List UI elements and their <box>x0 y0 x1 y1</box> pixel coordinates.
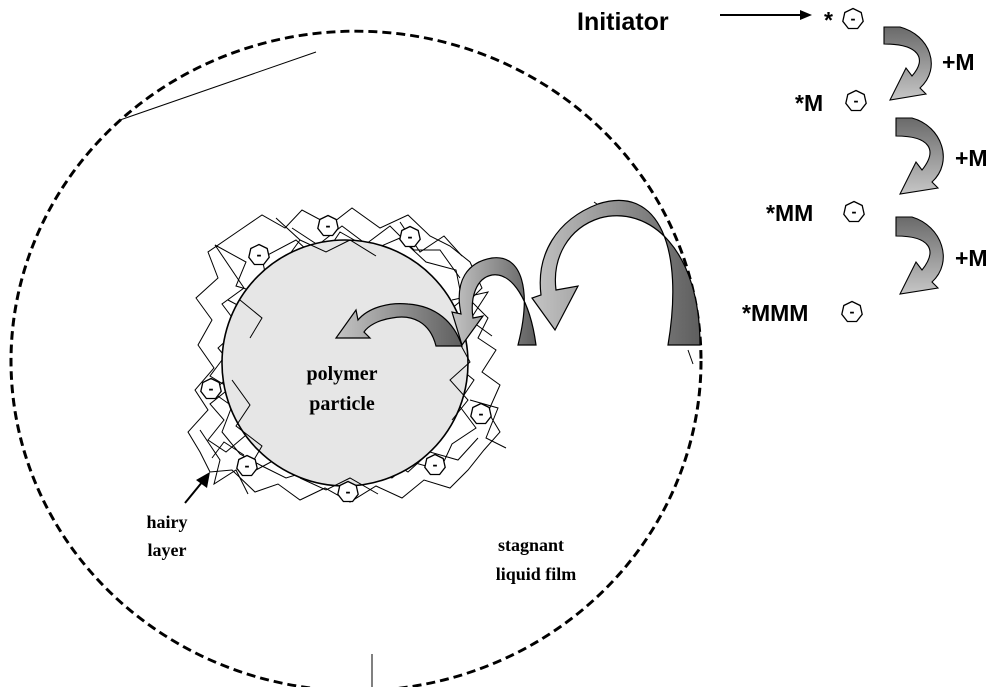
plus-m-label-2: +M <box>955 145 988 171</box>
charge-icon <box>470 402 492 425</box>
initiator-arrow <box>720 10 812 20</box>
propagation-arrows <box>883 26 944 295</box>
charge-icon <box>843 200 865 223</box>
stagnant-film-boundary <box>9 29 703 687</box>
plus-m-label-1: +M <box>942 49 975 75</box>
charge-icon <box>842 7 864 30</box>
charge-icon <box>424 453 446 476</box>
entry-arrow-large <box>531 199 701 346</box>
chain-step-0: * <box>824 7 833 33</box>
hairy-layer-label-2: layer <box>148 540 187 560</box>
particle-rim-chains <box>231 239 471 495</box>
tick-mark-right <box>687 349 694 365</box>
step-arrow-1 <box>883 26 932 101</box>
chain-step-2: *MM <box>766 200 813 226</box>
chain-step-1: *M <box>795 90 823 116</box>
step-arrow-3 <box>895 216 944 295</box>
hairy-layer-pointer <box>184 472 210 504</box>
scan-line <box>119 51 317 121</box>
charge-icon <box>841 300 863 323</box>
initiator-label: Initiator <box>577 8 669 36</box>
charge-icon <box>236 454 258 477</box>
charge-icon <box>200 377 222 400</box>
stagnant-film-label: stagnant <box>498 535 564 555</box>
chain-step-3: *MMM <box>742 300 808 326</box>
charge-icon <box>248 243 270 266</box>
entry-arrow-medium <box>451 257 537 347</box>
charge-icon <box>337 480 359 503</box>
hairy-layer-label: hairy <box>146 512 187 532</box>
polymer-particle-label-2: particle <box>309 393 375 415</box>
stagnant-film-label-2: liquid film <box>496 564 577 584</box>
charge-icon <box>845 89 867 112</box>
polymer-particle-label: polymer <box>306 363 377 385</box>
plus-m-label-3: +M <box>955 245 988 271</box>
chain-charges <box>841 7 867 323</box>
step-arrow-2 <box>895 117 944 195</box>
charge-icon <box>317 214 339 237</box>
charge-icon <box>399 225 421 248</box>
entry-arrow-small <box>334 303 463 347</box>
